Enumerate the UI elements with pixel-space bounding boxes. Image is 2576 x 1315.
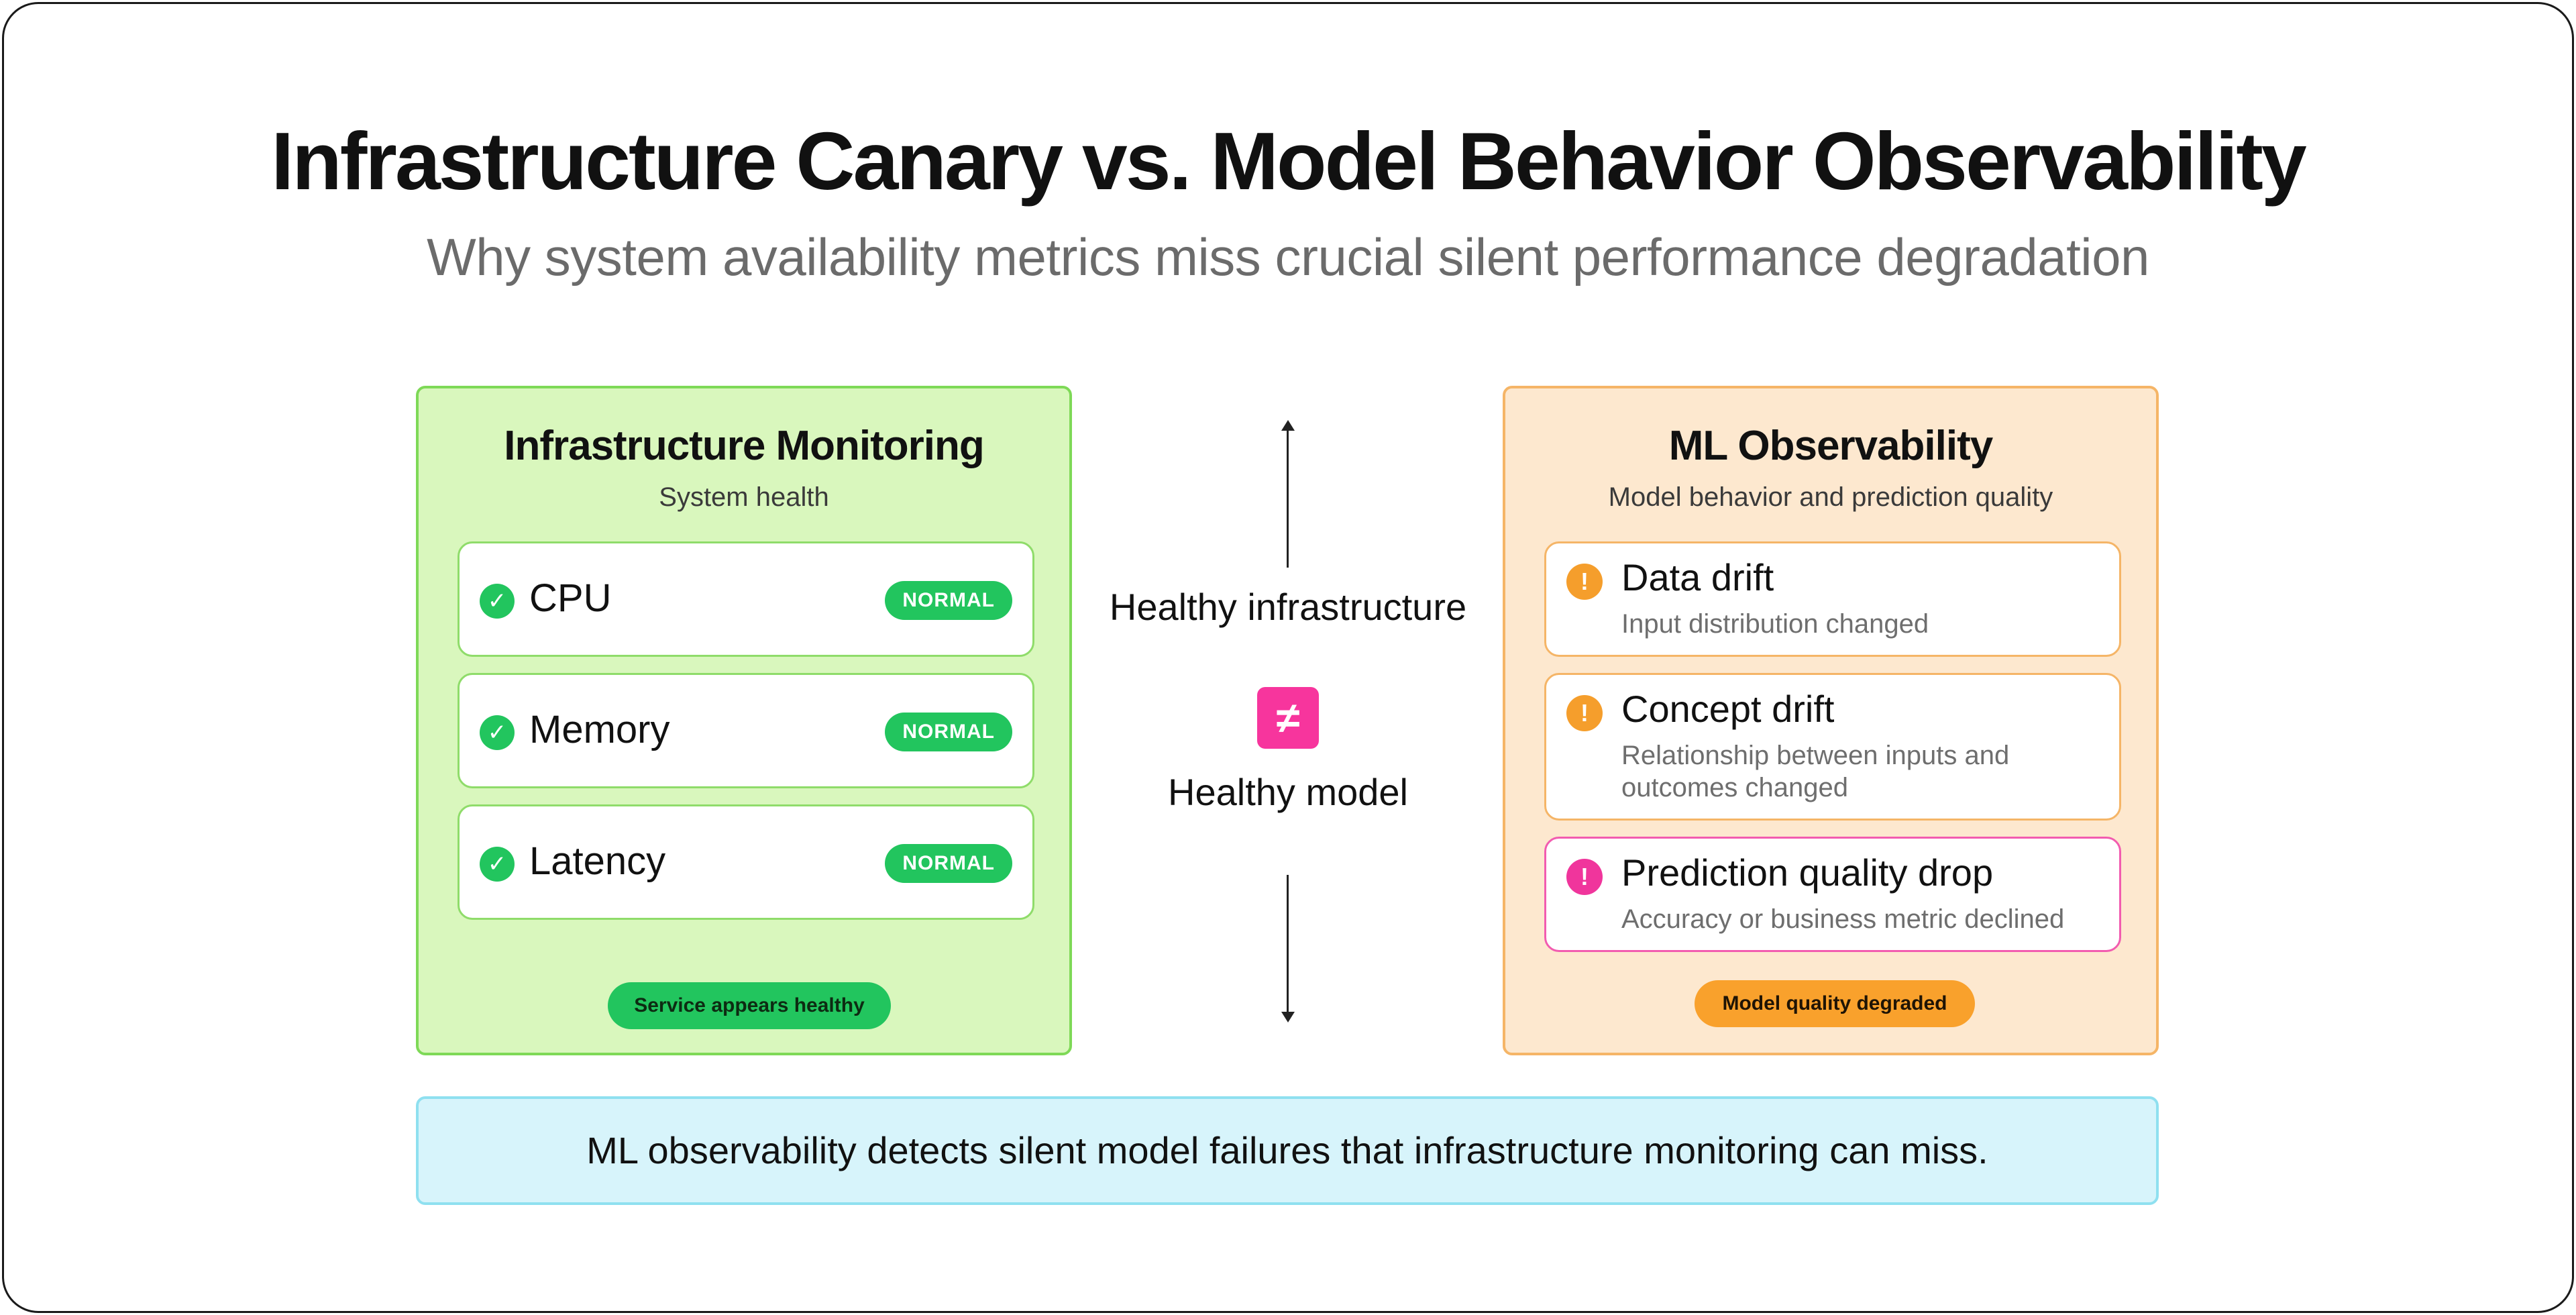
service-status-pill: Service appears healthy: [608, 982, 891, 1029]
panel-subtitle: System health: [659, 482, 829, 512]
metric-label: CPU: [529, 576, 612, 620]
issue-title: Concept drift: [1621, 688, 1835, 730]
arrow-shaft-bottom: [1287, 875, 1289, 1016]
page-title: Infrastructure Canary vs. Model Behavior…: [271, 115, 2306, 207]
metric-label: Memory: [529, 708, 670, 751]
healthy-infrastructure-label: Healthy infrastructure: [1109, 586, 1467, 628]
arrow-shaft-top: [1287, 427, 1289, 568]
check-circle-icon: ✓: [480, 847, 515, 882]
ml-observability-panel: ML Observability Model behavior and pred…: [1503, 386, 2159, 1055]
takeaway-banner: ML observability detects silent model fa…: [416, 1096, 2159, 1205]
panel-title: Infrastructure Monitoring: [504, 423, 985, 469]
issue-title: Prediction quality drop: [1621, 851, 1994, 894]
healthy-model-label: Healthy model: [1168, 771, 1408, 813]
metric-card-latency: ✓ Latency NORMAL: [458, 804, 1034, 920]
issue-card-prediction-quality-drop: ! Prediction quality drop Accuracy or bu…: [1544, 837, 2121, 952]
issue-card-concept-drift: ! Concept drift Relationship between inp…: [1544, 673, 2121, 821]
alert-circle-icon: !: [1566, 859, 1603, 895]
warning-circle-icon: !: [1566, 695, 1603, 731]
model-status-pill: Model quality degraded: [1695, 980, 1975, 1027]
panel-subtitle: Model behavior and prediction quality: [1608, 482, 2053, 512]
issue-description: Relationship between inputs and outcomes…: [1621, 741, 2010, 802]
check-circle-icon: ✓: [480, 584, 515, 619]
arrow-up-icon: [1281, 420, 1295, 431]
metric-card-memory: ✓ Memory NORMAL: [458, 673, 1034, 788]
issue-description: Accuracy or business metric declined: [1621, 904, 2065, 934]
metric-label: Latency: [529, 839, 666, 883]
metric-card-cpu: ✓ CPU NORMAL: [458, 541, 1034, 657]
status-badge: NORMAL: [885, 713, 1012, 751]
issue-title: Data drift: [1621, 556, 1774, 598]
not-equal-icon: ≠: [1257, 687, 1319, 749]
panel-title: ML Observability: [1668, 423, 1993, 469]
status-badge: NORMAL: [885, 581, 1012, 620]
issue-description: Input distribution changed: [1621, 609, 1929, 639]
page-subtitle: Why system availability metrics miss cru…: [427, 227, 2149, 286]
warning-circle-icon: !: [1566, 564, 1603, 600]
check-circle-icon: ✓: [480, 715, 515, 750]
arrow-down-icon: [1281, 1012, 1295, 1022]
issue-card-data-drift: ! Data drift Input distribution changed: [1544, 541, 2121, 657]
status-badge: NORMAL: [885, 844, 1012, 883]
infrastructure-monitoring-panel: Infrastructure Monitoring System health …: [416, 386, 1072, 1055]
